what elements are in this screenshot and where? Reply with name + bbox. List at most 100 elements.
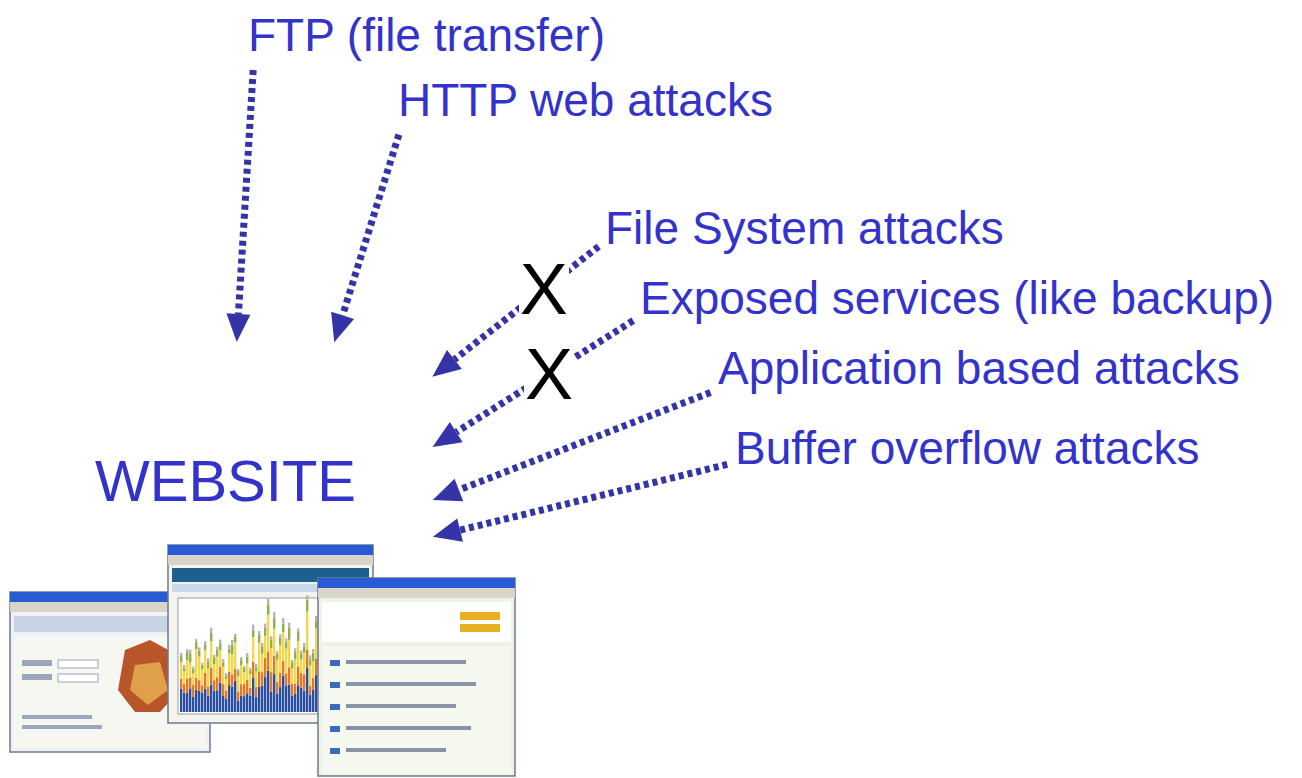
- chart-bar: [309, 665, 311, 685]
- chart-bar: [213, 691, 215, 712]
- chart-bar: [315, 658, 317, 674]
- attack-name: File System attacks: [605, 202, 1004, 255]
- attack-arrow: [226, 70, 253, 342]
- chart-bar: [192, 673, 194, 684]
- chart-bar: [309, 659, 311, 665]
- chart-bar: [255, 687, 257, 697]
- chart-bar: [297, 628, 299, 632]
- chart-bar: [228, 653, 230, 671]
- chart-bar: [231, 674, 233, 686]
- chart-bar: [204, 650, 206, 673]
- chart-bar: [246, 680, 248, 693]
- chart-bar: [273, 617, 275, 628]
- chart-bar: [258, 643, 260, 672]
- chart-bar: [216, 690, 218, 712]
- chart-bar: [180, 662, 182, 678]
- chart-bar: [246, 653, 248, 656]
- chart-bar: [198, 651, 200, 657]
- chart-bar: [216, 677, 218, 690]
- chart-bar: [315, 616, 317, 621]
- chart-bar: [273, 674, 275, 712]
- chart-bar: [264, 636, 266, 658]
- chart-bar: [219, 683, 221, 712]
- chart-bar: [297, 685, 299, 712]
- chart-bar: [207, 658, 209, 661]
- screenshot-window: [318, 578, 515, 776]
- chart-bar: [183, 668, 185, 672]
- chart-bar: [183, 671, 185, 683]
- chart-bar: [240, 695, 242, 712]
- chart-bar: [234, 634, 236, 637]
- chart-bar: [252, 630, 254, 637]
- chart-bar: [192, 667, 194, 669]
- chart-bar: [231, 654, 233, 674]
- chart-bar: [234, 669, 236, 681]
- chart-bar: [249, 688, 251, 696]
- arrow-head: [433, 422, 463, 447]
- arrow-head: [433, 518, 463, 541]
- chart-bar: [192, 696, 194, 712]
- chart-bar: [270, 640, 272, 648]
- chart-bar: [186, 649, 188, 652]
- chart-bar: [291, 684, 293, 696]
- chart-bar: [297, 632, 299, 641]
- chart-bar: [255, 697, 257, 712]
- chart-bar: [213, 655, 215, 657]
- chart-bar: [195, 639, 197, 642]
- chart-bar: [300, 673, 302, 688]
- chart-bar: [273, 656, 275, 675]
- chart-bar: [315, 621, 317, 628]
- chart-bar: [198, 691, 200, 712]
- chart-bar: [261, 646, 263, 654]
- attack-label-node: Buffer overflow attacks: [735, 422, 1202, 475]
- chart-bar: [231, 645, 233, 655]
- chart-bar: [246, 656, 248, 663]
- attack-name: FTP (file transfer): [248, 9, 605, 62]
- chart-bar: [258, 687, 260, 712]
- chart-bar: [312, 649, 314, 653]
- chart-bar: [282, 676, 284, 712]
- chart-bar: [201, 669, 203, 685]
- chart-bar: [219, 643, 221, 650]
- chart-bar: [240, 657, 242, 660]
- chart-bar: [186, 678, 188, 693]
- chart-bar: [291, 660, 293, 663]
- chart-bar: [309, 695, 311, 712]
- chart-bar: [276, 653, 278, 659]
- attack-label-node: File System attacks: [605, 202, 1006, 255]
- chart-bar: [258, 635, 260, 643]
- chart-bar: [210, 641, 212, 667]
- chart-bar: [243, 684, 245, 696]
- chart-bar: [219, 640, 221, 644]
- chart-bar: [186, 693, 188, 712]
- chart-bar: [279, 634, 281, 637]
- arrow-head: [432, 350, 461, 377]
- chart-bar: [279, 673, 281, 688]
- chart-bar: [237, 669, 239, 671]
- chart-bar: [261, 643, 263, 646]
- chart-bar: [249, 670, 251, 674]
- chart-bar: [228, 685, 230, 712]
- attack-arrow: [331, 135, 399, 342]
- chart-bar: [225, 679, 227, 691]
- chart-bar: [243, 666, 245, 668]
- chart-bar: [273, 629, 275, 656]
- chart-bar: [219, 650, 221, 667]
- chart-bar: [270, 672, 272, 692]
- chart-bar: [231, 640, 233, 645]
- chart-bar: [234, 636, 236, 642]
- chart-bar: [216, 650, 218, 657]
- chart-bar: [207, 695, 209, 712]
- chart-bar: [216, 657, 218, 678]
- chart-bar: [294, 648, 296, 652]
- chart-bar: [216, 647, 218, 650]
- chart-bar: [261, 686, 263, 712]
- dotted-line: [238, 70, 253, 314]
- chart-bar: [204, 689, 206, 712]
- chart-bar: [228, 645, 230, 649]
- chart-bar: [303, 674, 305, 690]
- attack-label-node: FTP (file transfer): [248, 9, 607, 62]
- chart-bar: [273, 612, 275, 617]
- chart-bar: [210, 633, 212, 641]
- chart-bar: [309, 655, 311, 659]
